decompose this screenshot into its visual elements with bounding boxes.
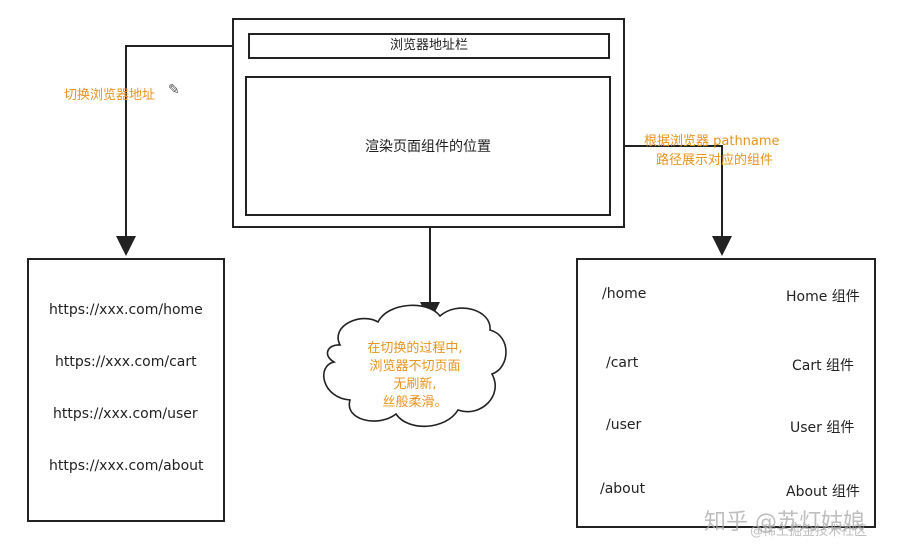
route-table-box: /home Home 组件 /cart Cart 组件 /user User 组… — [576, 258, 876, 528]
cloud-text-line4: 丝般柔滑。 — [382, 395, 448, 410]
render-area-label: 渲染页面组件的位置 — [365, 139, 491, 155]
route-path-home: /home — [602, 286, 647, 302]
route-component-user: User 组件 — [790, 420, 855, 436]
route-component-about: About 组件 — [786, 484, 860, 500]
url-item-user: https://xxx.com/user — [53, 406, 198, 422]
match-annotation-line1: 根据浏览器 pathname — [644, 134, 780, 149]
cloud-text-line1: 在切换的过程中, — [367, 341, 463, 356]
url-list-box: https://xxx.com/home https://xxx.com/car… — [27, 258, 225, 522]
render-area: 渲染页面组件的位置 — [245, 76, 611, 216]
address-bar: 浏览器地址栏 — [248, 33, 610, 59]
pen-icon: ✎ — [168, 82, 180, 98]
cloud-text: 在切换的过程中, 浏览器不切页面 无刷新, 丝般柔滑。 — [330, 340, 500, 412]
address-bar-label: 浏览器地址栏 — [389, 38, 468, 53]
arrow-render-to-routes — [610, 145, 732, 256]
url-item-cart: https://xxx.com/cart — [55, 354, 197, 370]
cloud-text-line2: 浏览器不切页面 — [369, 359, 461, 374]
route-path-about: /about — [600, 481, 646, 497]
switch-address-annotation: 切换浏览器地址 — [64, 88, 156, 103]
cloud-shape — [323, 304, 507, 428]
arrow-address-to-urls — [116, 45, 248, 256]
route-path-user: /user — [606, 417, 642, 433]
route-path-cart: /cart — [606, 355, 639, 371]
match-annotation-line2: 路径展示对应的组件 — [656, 153, 774, 168]
route-component-cart: Cart 组件 — [792, 358, 855, 374]
url-item-home: https://xxx.com/home — [49, 302, 203, 318]
watermark-brand: 知乎 @苏灯姑娘 — [704, 510, 865, 535]
url-item-about: https://xxx.com/about — [49, 458, 204, 474]
route-component-home: Home 组件 — [786, 289, 860, 305]
watermark-sub: @稀土掘金技术社区 — [750, 524, 868, 539]
cloud-text-line3: 无刷新, — [393, 377, 437, 392]
